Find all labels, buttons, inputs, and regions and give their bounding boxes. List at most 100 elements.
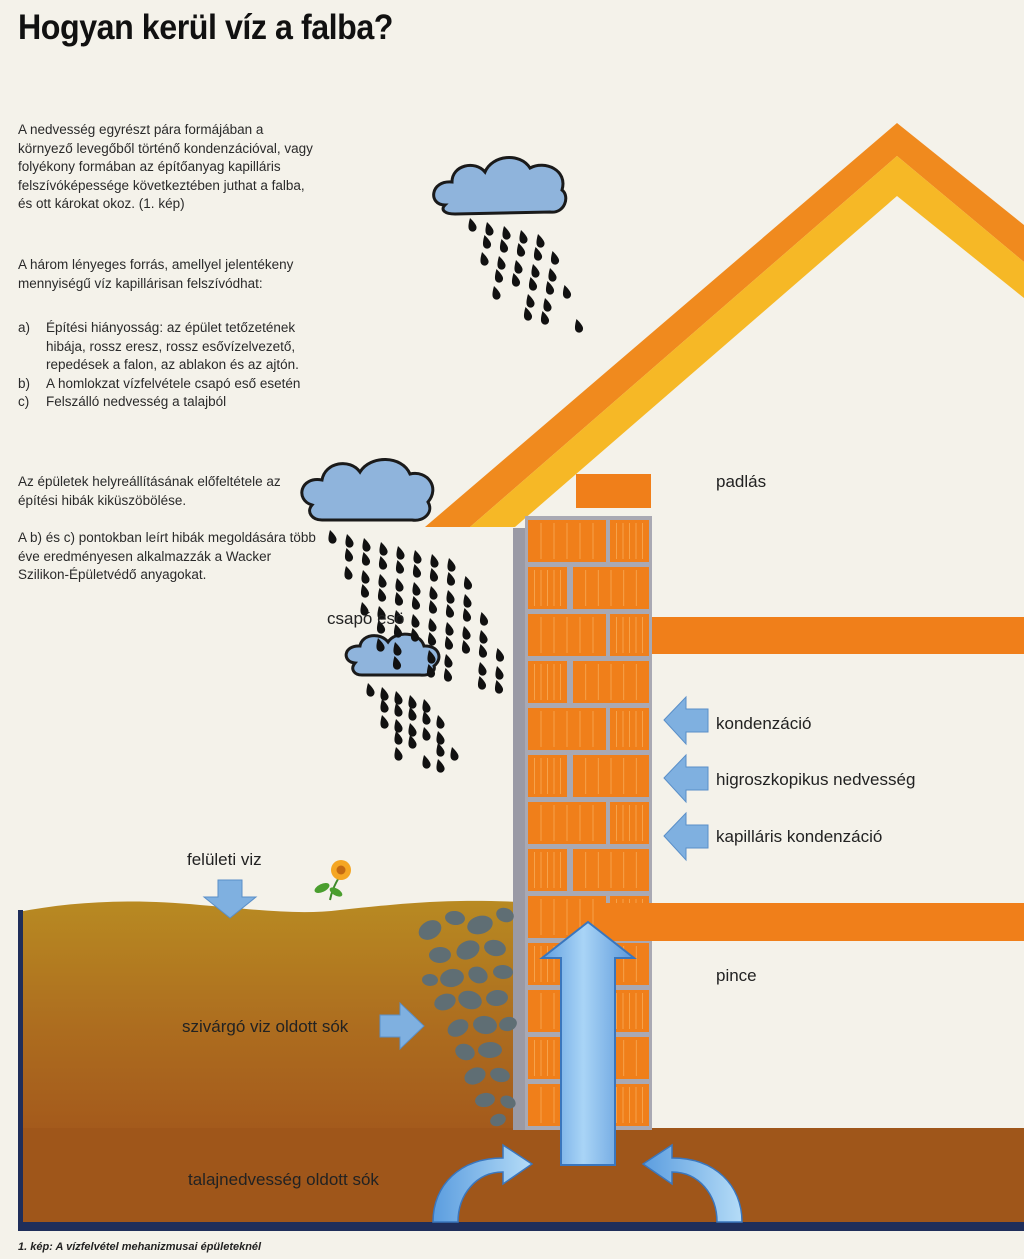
raindrop (364, 681, 376, 698)
raindrop (475, 674, 487, 691)
upper-floor-beam (652, 617, 1024, 654)
raindrop (444, 570, 456, 587)
figure-caption: 1. kép: A vízfelvétel mehanizmusai épüle… (18, 1241, 262, 1253)
raindrop (548, 249, 560, 266)
raindrop (509, 271, 521, 288)
stone (445, 910, 465, 926)
raindrop (377, 540, 389, 557)
raindrop (425, 630, 437, 647)
label-csapo-eso: csapó esö (327, 609, 405, 628)
raindrop (434, 757, 446, 774)
kondenzacio-arrow (663, 695, 709, 746)
curved-arrow-left (432, 1143, 534, 1223)
raindrop (476, 660, 488, 677)
raindrop (358, 582, 370, 599)
stone (434, 993, 456, 1011)
raindrop (410, 562, 422, 579)
raindrop (560, 283, 572, 300)
sources-intro: A három lényeges forrás, amellyel jelent… (18, 257, 294, 291)
raindrop (534, 232, 546, 249)
raindrop (360, 536, 372, 553)
stone (493, 964, 513, 980)
kapillaris-arrow (663, 811, 709, 862)
raindrop (500, 224, 512, 241)
stone (418, 920, 442, 940)
raindrop (526, 275, 538, 292)
stone (422, 973, 438, 987)
ground-soil (18, 900, 1024, 1231)
raindrop (543, 279, 555, 296)
raindrop (359, 550, 371, 567)
raindrop (326, 528, 338, 545)
raindrop (378, 713, 390, 730)
intro-paragraph: A nedvesség egyrészt pára formájában a k… (18, 122, 313, 211)
raindrop (460, 606, 472, 623)
stone (468, 966, 488, 984)
raindrop (459, 638, 471, 655)
stone (458, 990, 482, 1010)
raindrop (461, 592, 473, 609)
raindrop (476, 642, 488, 659)
stone (496, 907, 514, 923)
label-szivargo: szivárgó viz oldott sók (182, 1017, 349, 1036)
raindrop (409, 612, 421, 629)
chimney-block (576, 474, 651, 508)
stone (473, 1015, 497, 1035)
raindrop (359, 568, 371, 585)
sources-list: a)Építési hiányosság: az épület tetőzeté… (18, 319, 318, 412)
stone (455, 1043, 475, 1061)
raindrop (529, 262, 541, 279)
raindrop (409, 594, 421, 611)
stone (429, 946, 451, 964)
raindrop (442, 634, 454, 651)
raindrop (441, 666, 453, 683)
raindrop (410, 580, 422, 597)
condition-paragraph: Az épületek helyreállításának előfeltéte… (18, 474, 281, 508)
raindrop (442, 652, 454, 669)
page-title: Hogyan kerül víz a falba? (18, 8, 394, 47)
stone (499, 1016, 517, 1032)
stone (478, 1041, 502, 1059)
raindrop (428, 552, 440, 569)
curved-arrow-right (641, 1143, 743, 1223)
raindrop (443, 602, 455, 619)
raindrop (495, 254, 507, 271)
higroszkopikus-arrow (663, 753, 709, 804)
raindrop (392, 689, 404, 706)
list-item: a)Építési hiányosság: az épület tetőzeté… (18, 320, 299, 372)
raindrop (541, 296, 553, 313)
raindrop (427, 566, 439, 583)
raindrop (490, 284, 502, 301)
solution-paragraph: A b) és c) pontokban leírt hibák megoldá… (18, 530, 316, 582)
stone (447, 1019, 469, 1037)
rain-cloud-middle (300, 458, 435, 522)
raindrop (477, 610, 489, 627)
raindrop (460, 624, 472, 641)
raindrop (531, 245, 543, 262)
raindrop (466, 216, 478, 233)
raindrop (420, 697, 432, 714)
label-padlas: padlás (716, 472, 767, 491)
raindrop (376, 554, 388, 571)
stone (456, 940, 480, 960)
seepage-arrow (379, 1001, 425, 1051)
rain-cloud-top (432, 155, 568, 216)
raindrop (546, 266, 558, 283)
raindrop (448, 745, 460, 762)
raindrop (461, 574, 473, 591)
raindrop (427, 584, 439, 601)
raindrop (572, 317, 584, 334)
raindrop (406, 693, 418, 710)
raindrop (375, 586, 387, 603)
raindrop (406, 721, 418, 738)
raindrop (517, 228, 529, 245)
label-talajnedvesseg: talajnedvesség oldott sók (188, 1170, 379, 1189)
raindrop (480, 233, 492, 250)
lower-floor-beam (606, 903, 1024, 941)
label-kondenzacio: kondenzáció (716, 714, 812, 733)
raindrop (343, 532, 355, 549)
raindrop (376, 572, 388, 589)
flower (314, 860, 351, 901)
raindrop (477, 628, 489, 645)
raindrop (342, 564, 354, 581)
